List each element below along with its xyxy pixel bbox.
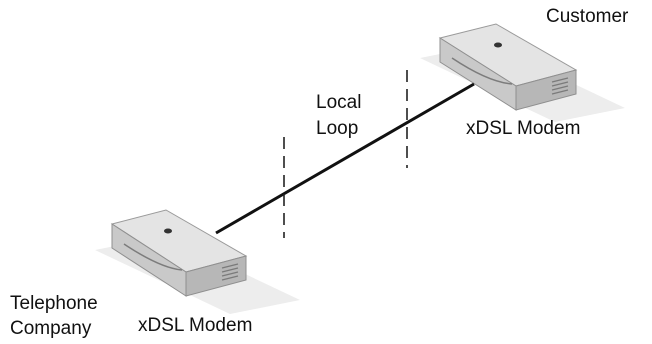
customer-label: Customer bbox=[546, 6, 629, 27]
local-loop-label-line1: Local bbox=[316, 92, 362, 113]
local-loop-line bbox=[215, 82, 475, 235]
telephone-modem-icon bbox=[95, 209, 300, 314]
telephone-modem-label: xDSL Modem bbox=[138, 315, 253, 336]
customer-modem-label: xDSL Modem bbox=[466, 118, 581, 139]
telephone-company-label-line1: Telephone bbox=[10, 293, 98, 314]
customer-modem-icon bbox=[420, 23, 625, 122]
telephone-company-label-line2: Company bbox=[10, 318, 92, 339]
local-loop-label-line2: Loop bbox=[316, 118, 359, 139]
